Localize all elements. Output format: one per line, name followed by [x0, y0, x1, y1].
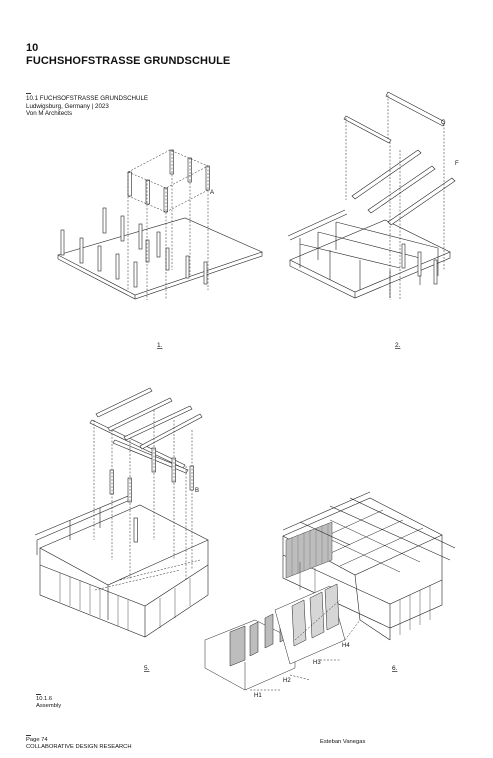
annotation-h3: H3	[313, 660, 321, 666]
divider	[36, 694, 41, 695]
figure-number: 10.1.6	[36, 696, 53, 702]
step-label-6: 6.	[392, 665, 398, 672]
chapter-title: FUCHSHOFSTRASSE GRUNDSCHULE	[26, 55, 231, 67]
annotation-h4: H4	[342, 643, 350, 649]
panel-2-beams: C F	[287, 91, 459, 300]
panel-1-slab-columns: A	[57, 149, 263, 300]
panel-6-complete-assembly: H1 H2 H3 H4	[204, 491, 456, 699]
divider	[26, 93, 31, 94]
step-label-5: 5.	[144, 665, 150, 672]
project-title: 10.1 FUCHSOFSTRASSE GRUNDSCHULE	[26, 95, 149, 102]
page-footer: Page 74 COLLABORATIVE DESIGN RESEARCH	[26, 735, 132, 751]
section-name: COLLABORATIVE DESIGN RESEARCH	[26, 744, 132, 750]
step-label-2: 2.	[395, 342, 401, 349]
divider	[26, 735, 31, 736]
annotation-c: C	[441, 120, 446, 126]
annotation-b: B	[195, 488, 199, 494]
annotation-a: A	[210, 190, 214, 196]
chapter-number: 10	[26, 42, 39, 54]
page-number: Page 74	[26, 737, 48, 743]
project-info: 10.1 FUCHSOFSTRASSE GRUNDSCHULE Ludwigsb…	[26, 93, 148, 118]
figure-title: Assembly	[36, 703, 62, 709]
annotation-h2: H2	[283, 678, 291, 684]
figure-caption: 10.1.6 Assembly	[36, 694, 61, 710]
step-label-1: 1.	[157, 342, 163, 349]
project-architect: Von M Architects	[26, 110, 73, 118]
panel-5-upper-structure: B	[34, 387, 209, 638]
annotation-f: F	[455, 161, 459, 167]
author-name: Esteban Vanegas	[320, 739, 366, 745]
project-location: Ludwigsburg, Germany | 2023	[26, 102, 109, 110]
annotation-h1: H1	[254, 693, 262, 699]
